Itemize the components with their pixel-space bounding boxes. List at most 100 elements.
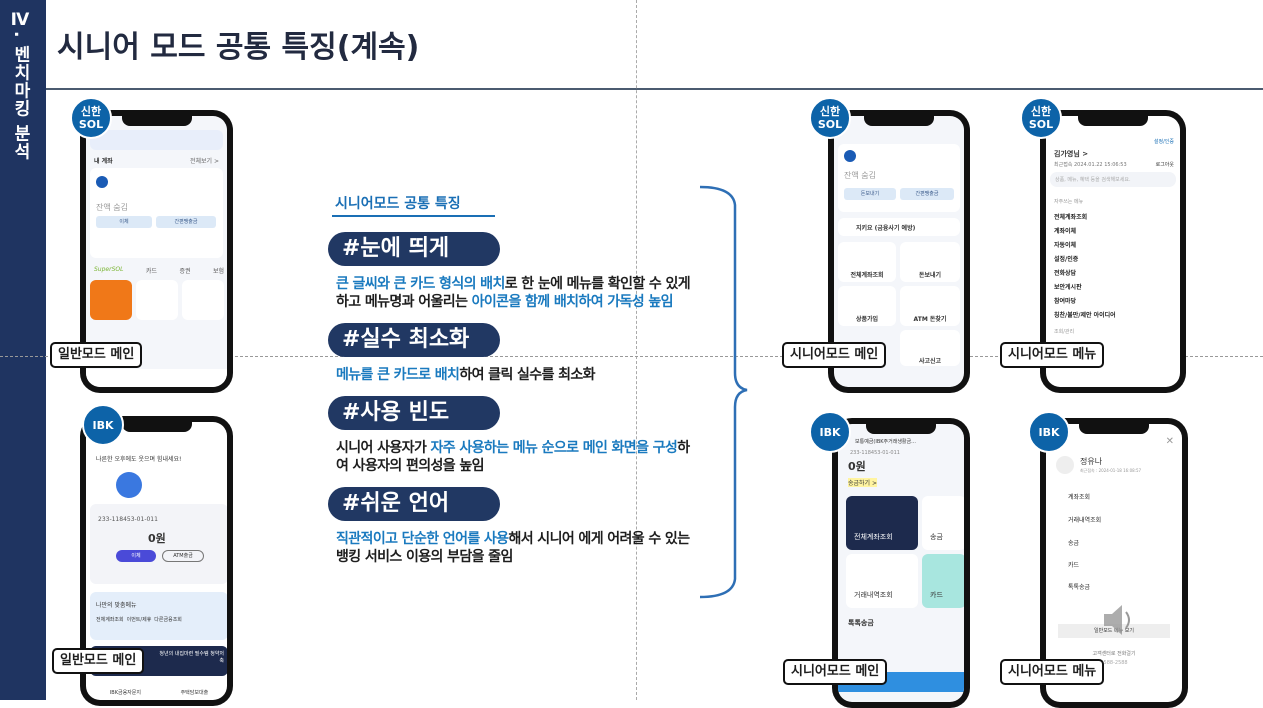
menu-card-products[interactable]: 상품가입 <box>855 316 879 323</box>
user-name[interactable]: 김가영님 > <box>1054 150 1089 158</box>
balance: 0원 <box>148 532 166 545</box>
menu-item[interactable]: 계좌이체 <box>1054 228 1077 235</box>
bottom-link[interactable]: 주택담보대출 <box>180 690 209 696</box>
close-icon[interactable]: ✕ <box>1165 436 1174 447</box>
menu-item[interactable]: 송금 <box>1068 540 1080 547</box>
tab-card[interactable]: 카드 <box>145 268 157 275</box>
caption-senior-menu: 시니어모드 메뉴 <box>1000 342 1105 368</box>
account-icon[interactable] <box>116 472 142 498</box>
brace-icon <box>699 185 748 599</box>
highlight-text: 큰 글씨와 큰 카드 형식의 배치 <box>336 276 505 292</box>
my-menu-label: 나만의 맞춤메뉴 <box>96 602 137 609</box>
page-title: 시니어 모드 공통 특징(계속) <box>57 30 420 65</box>
shinhan-sol-badge: 신한 SOL <box>70 97 112 139</box>
menu-item[interactable]: 전체계좌조회 <box>1054 214 1088 221</box>
feature-tag: #눈에 띄게 <box>328 232 500 266</box>
phone-sol-normal-main: 내 계좌 전체보기 > 잔액 숨김 이체 간편땡출금 SuperSOL 카드 증권 보… <box>80 110 233 393</box>
caption-senior-main: 시니어모드 메인 <box>782 342 887 368</box>
chip[interactable]: 이번트/제휴 <box>126 617 152 623</box>
menu-item[interactable]: 참여마당 <box>1054 298 1077 305</box>
ibk-badge: IBK <box>82 404 124 446</box>
title-divider <box>46 88 1263 90</box>
promo-banner[interactable]: 청년의 내집마련 필수템 청약저축 <box>159 651 224 664</box>
heading-underline <box>332 215 495 217</box>
menu-card-send-money[interactable]: 돈보내기 <box>918 272 942 279</box>
section-title: Ⅳ. 벤치마킹 분석 <box>10 10 30 161</box>
feature-description: 큰 글씨와 큰 카드 형식의 배치로 한 눈에 메뉴를 확인할 수 있게 하고 … <box>336 275 694 311</box>
menu-item[interactable]: 계좌조회 <box>1068 494 1091 501</box>
features-heading: 시니어모드 공통 특징 <box>335 196 461 212</box>
card-card[interactable]: 카드 <box>930 591 943 599</box>
menu-item[interactable]: 톡톡송금 <box>1068 584 1091 591</box>
feature-tag: #사용 빈도 <box>328 396 500 430</box>
balance-hidden: 잔액 숨김 <box>96 203 128 212</box>
call-center-link[interactable]: 고객센터로 전화걸기 <box>1092 651 1136 657</box>
section-label: 자주쓰는 메뉴 <box>1054 199 1084 205</box>
quick-transfer-label[interactable]: 톡톡송금 <box>848 619 874 627</box>
highlight-text: 자주 사용하는 메뉴 순으로 메인 화면을 구성 <box>430 440 678 456</box>
menu-item[interactable]: 설정/인증 <box>1054 256 1079 263</box>
tab-supersol[interactable]: SuperSOL <box>94 266 124 273</box>
logout-button[interactable]: 로그아웃 <box>1155 162 1174 168</box>
section-sidebar: Ⅳ. 벤치마킹 분석 <box>0 0 46 700</box>
normal-menu-button[interactable]: 일반모드 메뉴 보기 <box>1058 624 1170 638</box>
highlight-text: 메뉴를 큰 카드로 배치 <box>336 367 460 383</box>
menu-item[interactable]: 칭찬/불만/제안 아이디어 <box>1054 312 1116 319</box>
phone-ibk-senior-menu: ✕ 정유나 최근접속 : 2024-01-18 16:08:57 계좌조회 거래… <box>1040 418 1188 708</box>
chip[interactable]: 전체계좌조회 <box>96 617 124 623</box>
body-text: 하여 클릭 실수를 최소화 <box>459 367 595 383</box>
body-text: 시니어 사용자가 <box>336 440 431 456</box>
transfer-link[interactable]: 송금하기 > <box>848 478 878 487</box>
menu-card-all-accounts[interactable]: 전체계좌조회 <box>850 272 884 279</box>
menu-item[interactable]: 거래내역조회 <box>1068 517 1102 524</box>
shinhan-sol-badge: 신한 SOL <box>1020 97 1062 139</box>
shinhan-sol-badge: 신한 SOL <box>809 97 851 139</box>
menu-item[interactable]: 자동이체 <box>1054 242 1077 249</box>
body-text: 로 한 눈에 메뉴를 확인할 수 있게 하고 메뉴명과 어울리는 <box>336 276 691 310</box>
highlight-text: 아이콘을 함께 배치하여 가독성 높임 <box>471 294 674 310</box>
tab-stock[interactable]: 증권 <box>179 268 191 275</box>
user-name: 정유나 <box>1080 457 1103 466</box>
transfer-button[interactable]: 이체 <box>116 550 156 562</box>
ibk-badge: IBK <box>809 411 851 453</box>
caption-senior-main: 시니어모드 메인 <box>783 659 888 685</box>
account-number: 233-118453-01-011 <box>98 516 158 523</box>
card-send[interactable]: 송금 <box>930 533 943 541</box>
withdraw-button[interactable]: 간편땡출금 <box>900 188 954 200</box>
caption-normal-main: 일반모드 메인 <box>50 342 143 368</box>
menu-card-report[interactable]: 사고신고 <box>918 358 942 365</box>
menu-item[interactable]: 카드 <box>1068 562 1080 569</box>
search-input[interactable]: 상품, 메뉴, 혜택 등을 검색해보세요. <box>1050 172 1176 187</box>
menu-item[interactable]: 전화상담 <box>1054 270 1077 277</box>
tab-insurance[interactable]: 보험 <box>212 268 224 275</box>
section-label: 조회/관리 <box>1054 329 1075 335</box>
account-number: 233-118453-01-011 <box>850 450 900 456</box>
greeting-text: 나른한 오후에도 웃으며 힘내세요! <box>96 456 182 463</box>
send-money-button[interactable]: 돈보내기 <box>844 188 896 200</box>
settings-link[interactable]: 설정/인증 <box>1153 139 1174 145</box>
balance: 0원 <box>848 460 866 473</box>
view-all-link[interactable]: 전체보기 > <box>189 158 219 165</box>
withdraw-button[interactable]: 간편땡출금 <box>156 216 216 228</box>
balance-hidden: 잔액 숨김 <box>844 171 876 180</box>
last-login: 최근접속 : 2024-01-18 16:08:57 <box>1080 468 1142 473</box>
card-all-accounts[interactable]: 전체계좌조회 <box>854 533 893 541</box>
account-name: 보통예금(IBK주거래생활금... <box>855 439 916 445</box>
shinhan-logo-icon <box>844 150 856 162</box>
speaker-icon[interactable] <box>1100 600 1136 640</box>
menu-card-atm[interactable]: ATM 돈찾기 <box>913 316 947 323</box>
badge-text: 신한 SOL <box>78 105 104 131</box>
my-account-label: 내 계좌 <box>94 158 113 165</box>
menu-item[interactable]: 보안게시판 <box>1054 284 1082 291</box>
feature-tag: #쉬운 언어 <box>328 487 500 521</box>
feature-tag: #실수 최소화 <box>328 323 500 357</box>
fraud-guard-link[interactable]: 지키요 (금융사기 예방) <box>856 225 916 232</box>
avatar <box>1056 456 1074 474</box>
transfer-button[interactable]: 이체 <box>96 216 152 228</box>
card-history[interactable]: 거래내역조회 <box>854 591 893 599</box>
chip[interactable]: 다른금융조회 <box>154 617 182 623</box>
atm-button[interactable]: ATM출금 <box>162 550 204 562</box>
bottom-link[interactable]: IBK금융자문지 <box>109 690 141 696</box>
badge-text: 신한 SOL <box>1028 105 1054 131</box>
